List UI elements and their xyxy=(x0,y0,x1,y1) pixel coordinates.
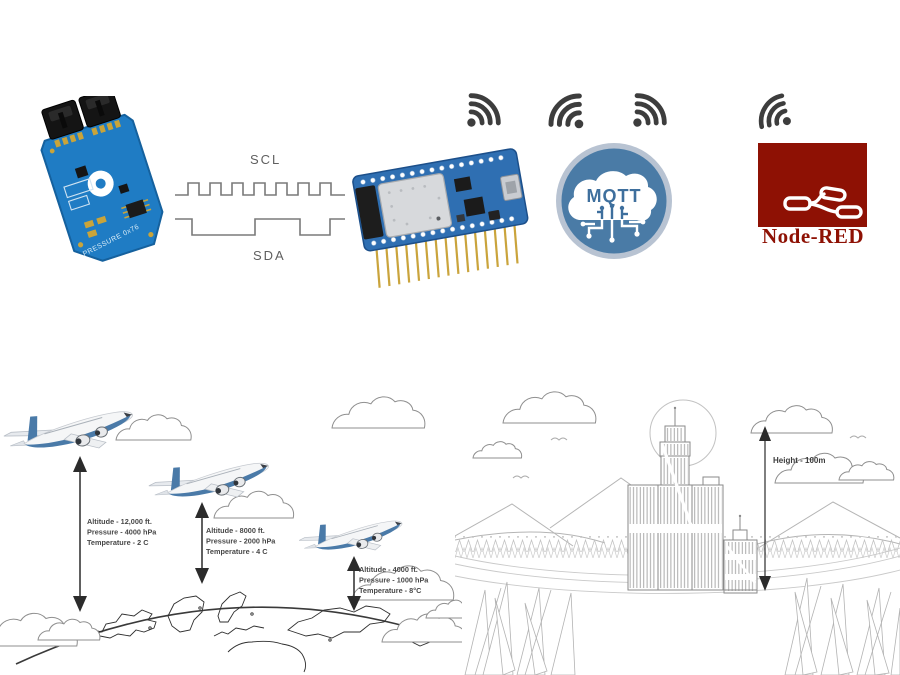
altitude-arrow xyxy=(73,456,87,612)
altitude-annotation: Altitude - 4000 ft. Pressure - 1000 hPa … xyxy=(359,565,429,595)
wifi-icon xyxy=(752,90,800,138)
scl-waveform xyxy=(175,182,345,196)
sda-waveform xyxy=(175,218,345,236)
svg-text:Temperature - 8°C: Temperature - 8°C xyxy=(359,586,422,595)
airplane xyxy=(0,393,139,469)
svg-text:Pressure - 1000 hPa: Pressure - 1000 hPa xyxy=(359,576,429,585)
altitude-annotation: Altitude - 12,000 ft. Pressure - 4000 hP… xyxy=(87,517,157,547)
wifi-icon xyxy=(622,88,672,138)
airplane xyxy=(296,506,407,567)
grass xyxy=(464,577,900,675)
altitude-illustration: Altitude - 12,000 ft. Pressure - 4000 hP… xyxy=(0,393,462,673)
scl-label: SCL xyxy=(250,152,281,167)
earth-continents xyxy=(86,591,435,673)
mqtt-label: MQTT xyxy=(587,186,642,206)
node-red-label: Node-RED xyxy=(762,224,864,248)
birds xyxy=(512,435,867,479)
svg-text:Temperature - 2 C: Temperature - 2 C xyxy=(87,538,149,547)
mqtt-logo: MQTT xyxy=(556,143,672,259)
esp32-board-image xyxy=(352,148,529,288)
svg-text:Altitude - 4000 ft.: Altitude - 4000 ft. xyxy=(359,565,418,574)
node-red-logo xyxy=(758,143,867,227)
wifi-icon xyxy=(543,88,595,140)
altitude-annotation: Altitude - 8000 ft. Pressure - 2000 hPa … xyxy=(206,526,276,556)
skyscraper xyxy=(627,406,758,594)
altitude-arrow xyxy=(195,502,209,584)
i2c-signal-diagram: SCL SDA xyxy=(175,152,345,263)
svg-text:Pressure - 2000 hPa: Pressure - 2000 hPa xyxy=(206,537,276,546)
wifi-icon xyxy=(456,88,506,138)
svg-text:Altitude - 12,000 ft.: Altitude - 12,000 ft. xyxy=(87,517,152,526)
svg-text:Pressure - 4000 hPa: Pressure - 4000 hPa xyxy=(87,528,157,537)
pressure-sensor-board-image: PRESSURE 0x76 xyxy=(40,96,164,262)
height-arrow xyxy=(759,426,771,591)
height-label: Height - 100m xyxy=(773,456,825,465)
building-illustration: Height - 100m xyxy=(455,391,900,675)
svg-text:Temperature - 4 C: Temperature - 4 C xyxy=(206,547,268,556)
svg-text:Altitude - 8000 ft.: Altitude - 8000 ft. xyxy=(206,526,265,535)
sda-label: SDA xyxy=(253,248,286,263)
altitude-arrow xyxy=(347,556,361,611)
